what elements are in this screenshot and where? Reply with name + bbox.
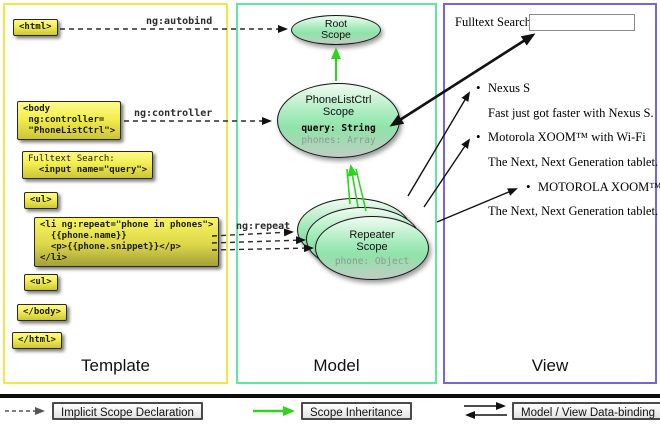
repeater-scope-ellipse-front: Repeater Scope phone: Object xyxy=(315,216,429,280)
code-fulltext-input: <input name="query"> xyxy=(28,165,148,175)
view-item-name: •Nexus S xyxy=(476,80,531,95)
legend-data-binding: Model / View Data-binding xyxy=(512,402,660,420)
root-scope-ellipse: Root Scope xyxy=(291,15,381,45)
view-item-snippet: Fast just got faster with Nexus S. xyxy=(488,106,654,120)
code-fulltext-label: Fulltext Search: xyxy=(28,154,115,164)
fulltext-search-input[interactable] xyxy=(529,14,635,31)
code-body-close: </body> xyxy=(17,304,67,321)
code-html-close: </html> xyxy=(12,332,62,349)
view-item-name: •Motorola XOOM™ with Wi-Fi xyxy=(476,129,646,144)
view-panel-label: View xyxy=(531,356,569,375)
repeat-label: ng:repeat xyxy=(236,221,291,232)
ctrl-prop-phones: phones: Array xyxy=(301,135,376,146)
code-li-repeat: <li ng:repeat="phone in phones"> {{phone… xyxy=(34,217,220,267)
repeater-scope-title: Repeater Scope xyxy=(349,228,395,253)
controller-label: ng:controller xyxy=(134,108,213,119)
template-panel-label: Template xyxy=(81,356,150,375)
bullet-icon: • xyxy=(476,129,481,144)
code-fulltext-search: Fulltext Search: <input name="query"> xyxy=(22,151,154,179)
legend-scope-inheritance: Scope Inheritance xyxy=(301,402,412,420)
view-search-label: Fulltext Search: xyxy=(455,15,535,29)
model-panel: Model xyxy=(236,3,437,384)
view-item-name: •MOTOROLA XOOM™ xyxy=(526,179,660,194)
view-item-snippet: The Next, Next Generation tablet. xyxy=(488,204,659,218)
legend-separator xyxy=(0,394,660,398)
bullet-icon: • xyxy=(526,179,531,194)
phonelistctrl-scope-title: PhoneListCtrl Scope xyxy=(305,94,372,118)
ctrl-prop-query: query: String xyxy=(301,123,376,134)
legend-implicit-scope: Implicit Scope Declaration xyxy=(52,402,203,420)
bullet-icon: • xyxy=(476,80,481,95)
root-scope-title: Root Scope xyxy=(321,18,351,41)
code-ul-open: <ul> xyxy=(24,192,58,209)
code-html-open: <html> xyxy=(13,19,58,36)
view-item-snippet: The Next, Next Generation tablet. xyxy=(488,155,659,169)
repeater-prop-phone: phone: Object xyxy=(334,255,410,267)
phonelistctrl-scope-ellipse: PhoneListCtrl Scope query: String phones… xyxy=(277,83,400,158)
code-ul-close: <ul> xyxy=(24,274,58,291)
autobind-label: ng:autobind xyxy=(146,16,213,27)
model-panel-label: Model xyxy=(313,356,360,375)
code-body-open: <body ng:controller= "PhoneListCtrl"> xyxy=(17,101,122,140)
